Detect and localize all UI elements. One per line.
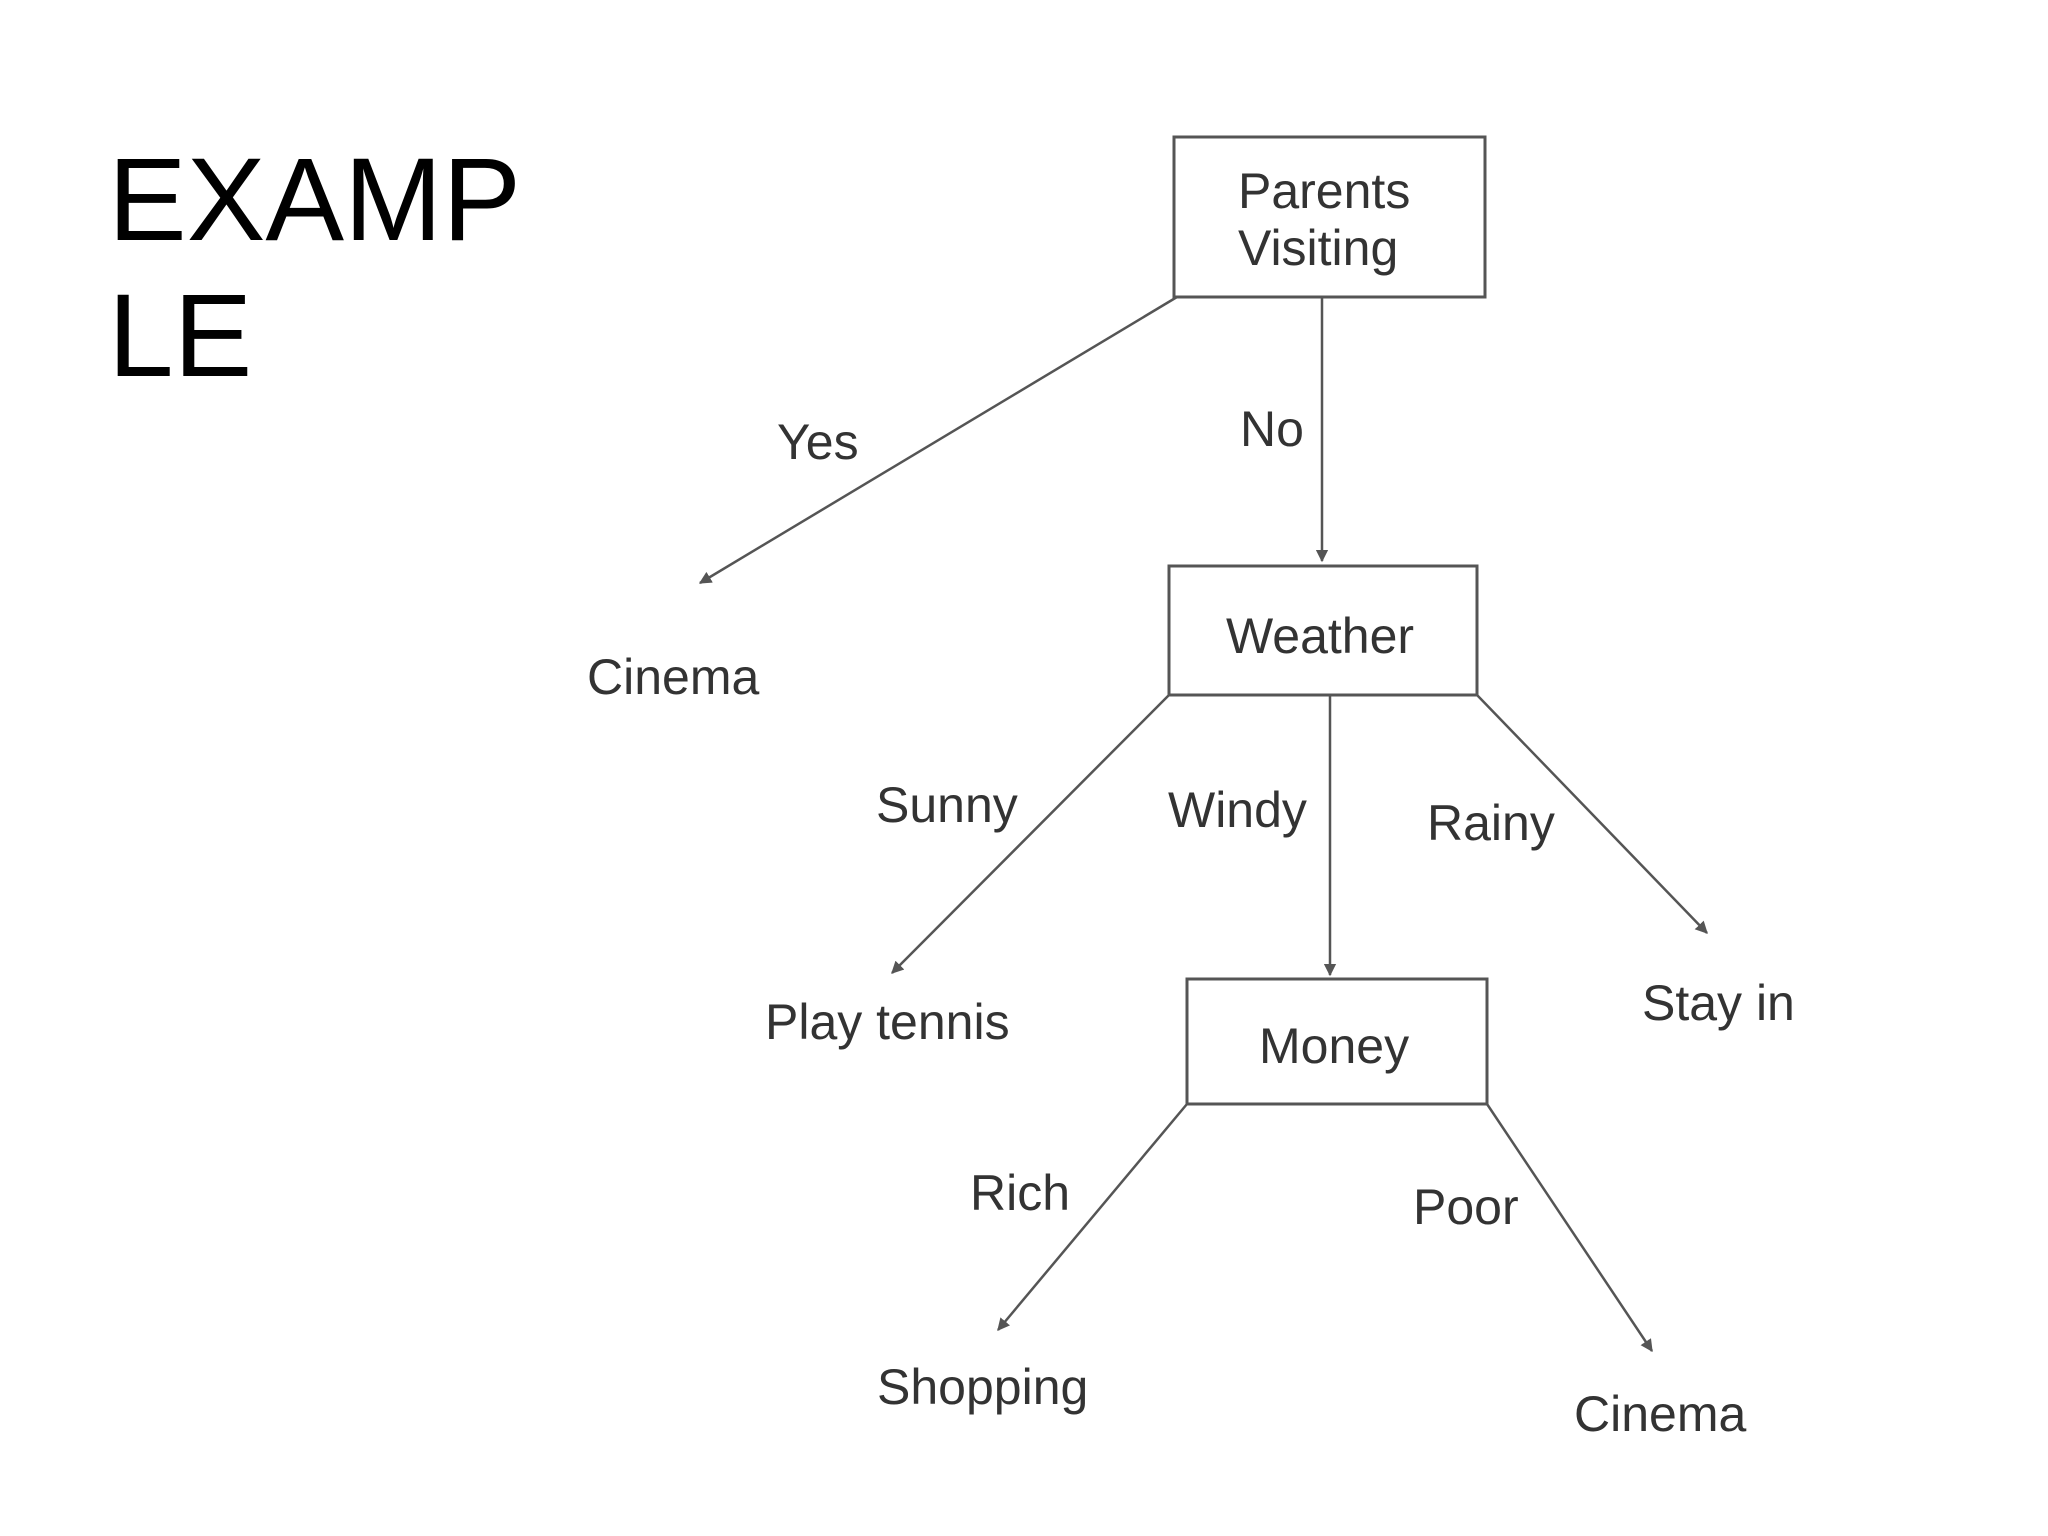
node-parents-visiting-box (1172, 135, 1487, 299)
slide-title-line-2: LE (108, 270, 253, 402)
leaf-cinema-bottom: Cinema (1574, 1386, 1746, 1442)
leaf-shopping: Shopping (877, 1359, 1088, 1415)
leaf-play-tennis: Play tennis (765, 994, 1010, 1050)
node-money-label: Money (1259, 1018, 1409, 1074)
leaf-cinema-top: Cinema (587, 649, 759, 705)
slide-title: EXAMP LE (108, 132, 521, 404)
node-parents-visiting: Parents Visiting (1172, 135, 1487, 299)
edge-label-rainy: Rainy (1427, 795, 1555, 851)
node-money-box (1185, 977, 1489, 1106)
leaf-stay-in: Stay in (1642, 975, 1795, 1031)
edge-label-sunny: Sunny (876, 777, 1018, 833)
edge-label-windy: Windy (1168, 782, 1307, 838)
edge-rainy (1476, 694, 1708, 934)
edge-label-no: No (1240, 401, 1304, 457)
edge-label-rich: Rich (970, 1165, 1070, 1221)
edge-sunny (891, 694, 1170, 974)
edge-label-yes: Yes (777, 414, 859, 470)
node-weather: Weather (1167, 564, 1479, 697)
edge-rich (997, 1103, 1188, 1331)
node-parents-visiting-line-2: Visiting (1238, 220, 1398, 276)
slide-title-line-1: EXAMP (108, 134, 522, 266)
edge-poor (1485, 1103, 1654, 1353)
node-money: Money (1185, 977, 1489, 1106)
node-weather-box (1167, 564, 1479, 697)
edge-label-poor: Poor (1413, 1179, 1519, 1235)
node-weather-label: Weather (1226, 608, 1414, 664)
edge-yes (698, 295, 1178, 585)
node-parents-visiting-line-1: Parents (1238, 163, 1410, 219)
